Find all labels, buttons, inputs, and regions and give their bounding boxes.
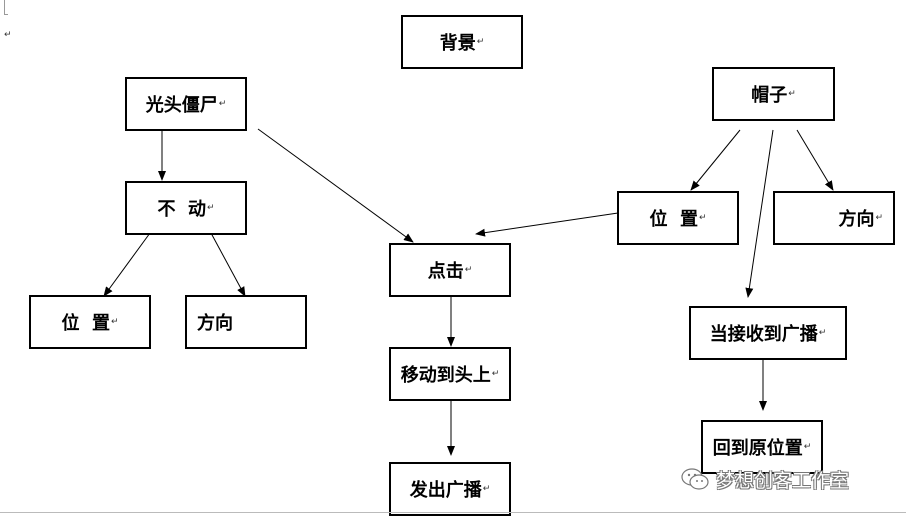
page-corner-marker (4, 0, 8, 15)
node-move-to-head: 移动到头上↵ (389, 347, 511, 401)
edge-hat-position-to-click (475, 212, 619, 237)
edge-still-to-position (103, 232, 151, 297)
paragraph-mark: ↵ (4, 30, 12, 40)
node-hat: 帽子↵ (712, 67, 835, 121)
edge-hat-to-receive (745, 129, 774, 298)
edge-still-to-direction (210, 232, 246, 297)
node-hat-direction: 方向↵ (773, 191, 895, 245)
node-bald-zombie: 光头僵尸↵ (125, 77, 247, 131)
wechat-logo-icon (681, 468, 709, 490)
node-zombie-position: 位 置↵ (29, 295, 151, 349)
node-still: 不 动↵ (125, 181, 247, 235)
page-bottom-edge (0, 512, 906, 513)
watermark: 梦想创客工作室 (680, 464, 849, 494)
edge-zombie-to-click (257, 128, 414, 243)
node-click: 点击↵ (389, 243, 511, 297)
node-return-original: 回到原位置↵ (701, 420, 823, 474)
node-zombie-direction: 方向 (185, 295, 307, 349)
edge-hat-to-position (690, 129, 741, 191)
watermark-text: 梦想创客工作室 (716, 469, 850, 492)
node-hat-position: 位 置↵ (617, 191, 739, 245)
edge-hat-to-direction (796, 129, 834, 191)
node-background: 背景↵ (401, 15, 523, 69)
node-receive-broadcast: 当接收到广播↵ (689, 306, 847, 360)
node-send-broadcast: 发出广播↵ (389, 462, 511, 516)
